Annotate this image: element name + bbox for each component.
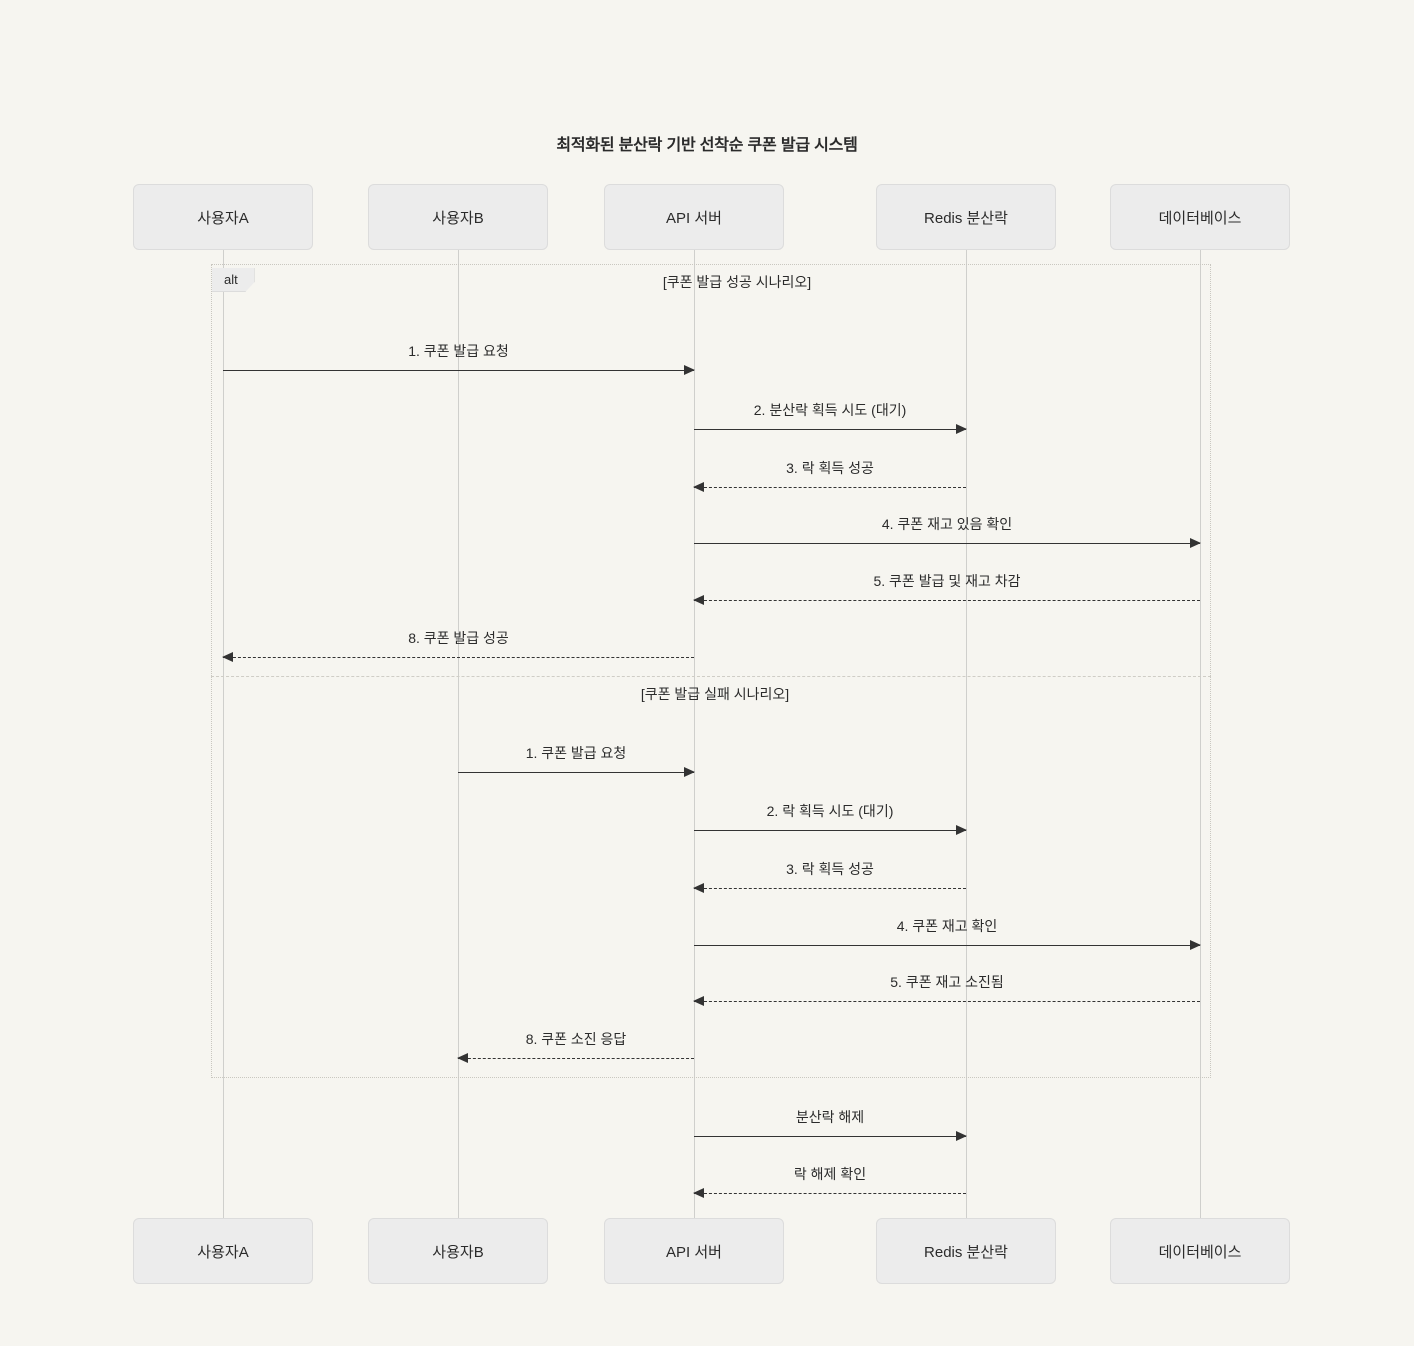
arrowhead-icon: [693, 1188, 704, 1198]
message-label: 1. 쿠폰 발급 요청: [525, 745, 627, 761]
message-line: [694, 945, 1200, 946]
message-line: [694, 830, 966, 831]
participant-db-bottom[interactable]: 데이터베이스: [1110, 1218, 1290, 1284]
participant-api-top[interactable]: API 서버: [604, 184, 784, 250]
message-label: 8. 쿠폰 소진 응답: [525, 1031, 627, 1047]
message-label: 2. 분산락 획득 시도 (대기): [753, 402, 907, 418]
message-line: [458, 1058, 694, 1059]
participant-api-bottom[interactable]: API 서버: [604, 1218, 784, 1284]
participant-userB-top[interactable]: 사용자B: [368, 184, 548, 250]
message-line: [223, 657, 694, 658]
message-label: 4. 쿠폰 재고 확인: [896, 918, 998, 934]
alt-fragment-frame: [211, 264, 1211, 1078]
alt-section-label-1: [쿠폰 발급 성공 시나리오]: [662, 274, 812, 290]
message-label: 3. 락 획득 성공: [786, 460, 874, 476]
alt-section-label-2: [쿠폰 발급 실패 시나리오]: [640, 686, 790, 702]
message-line: [694, 1193, 966, 1194]
participant-label: Redis 분산락: [924, 209, 1008, 227]
message-label: 8. 쿠폰 발급 성공: [408, 630, 509, 646]
arrowhead-icon: [457, 1053, 468, 1063]
participant-label: API 서버: [666, 1243, 722, 1261]
participant-label: 사용자A: [197, 209, 249, 227]
message-line: [694, 1136, 966, 1137]
message-label: 락 해제 확인: [793, 1166, 867, 1182]
participant-userA-top[interactable]: 사용자A: [133, 184, 313, 250]
participant-redis-bottom[interactable]: Redis 분산락: [876, 1218, 1056, 1284]
message-line: [694, 487, 966, 488]
participant-redis-top[interactable]: Redis 분산락: [876, 184, 1056, 250]
participant-label: 데이터베이스: [1158, 1243, 1242, 1261]
lifeline-redis: [966, 250, 967, 1218]
participant-db-top[interactable]: 데이터베이스: [1110, 184, 1290, 250]
alt-fragment-tag: alt: [212, 268, 255, 292]
participant-label: Redis 분산락: [924, 1243, 1008, 1261]
message-label: 5. 쿠폰 발급 및 재고 차감: [873, 573, 1021, 589]
participant-label: 사용자B: [432, 1243, 484, 1261]
page-title: 최적화된 분산락 기반 선착순 쿠폰 발급 시스템: [556, 137, 858, 154]
arrowhead-icon: [1190, 940, 1201, 950]
message-line: [223, 370, 694, 371]
message-line: [694, 600, 1200, 601]
participant-userB-bottom[interactable]: 사용자B: [368, 1218, 548, 1284]
arrowhead-icon: [956, 825, 967, 835]
lifeline-db: [1200, 250, 1201, 1218]
arrowhead-icon: [1190, 538, 1201, 548]
arrowhead-icon: [684, 365, 695, 375]
message-label: 분산락 해제: [795, 1109, 865, 1125]
arrowhead-icon: [956, 1131, 967, 1141]
message-line: [694, 1001, 1200, 1002]
arrowhead-icon: [693, 595, 704, 605]
participant-userA-bottom[interactable]: 사용자A: [133, 1218, 313, 1284]
participant-label: 사용자A: [197, 1243, 249, 1261]
message-label: 2. 락 획득 시도 (대기): [766, 803, 894, 819]
arrowhead-icon: [693, 996, 704, 1006]
participant-label: 데이터베이스: [1158, 209, 1242, 227]
lifeline-userA: [223, 250, 224, 1218]
participant-label: 사용자B: [432, 209, 484, 227]
arrowhead-icon: [693, 482, 704, 492]
message-label: 5. 쿠폰 재고 소진됨: [890, 974, 1004, 990]
lifeline-userB: [458, 250, 459, 1218]
alt-fragment-divider: [211, 676, 1211, 677]
message-label: 3. 락 획득 성공: [786, 861, 874, 877]
message-line: [694, 543, 1200, 544]
participant-label: API 서버: [666, 209, 722, 227]
message-line: [694, 429, 966, 430]
message-line: [694, 888, 966, 889]
message-line: [458, 772, 694, 773]
message-label: 1. 쿠폰 발급 요청: [408, 343, 509, 359]
arrowhead-icon: [693, 883, 704, 893]
lifeline-api: [694, 250, 695, 1218]
arrowhead-icon: [956, 424, 967, 434]
arrowhead-icon: [222, 652, 233, 662]
message-label: 4. 쿠폰 재고 있음 확인: [881, 516, 1013, 532]
arrowhead-icon: [684, 767, 695, 777]
